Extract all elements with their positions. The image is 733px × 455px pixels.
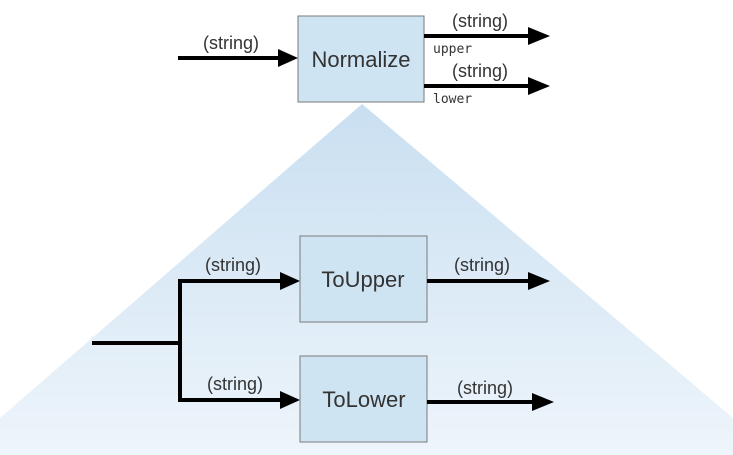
normalize-output-lower-port: lower [433, 92, 472, 107]
tolower-input-arrowhead [280, 391, 300, 409]
normalize-box[interactable] [297, 15, 425, 103]
toupper-box-label: ToUpper [321, 267, 404, 292]
normalize-group: (string) Normalize (string) upper (strin… [178, 11, 550, 107]
normalize-box-label: Normalize [311, 47, 410, 72]
tolower-input-type: (string) [207, 374, 263, 394]
expansion-group: (string) ToUpper (string) (string) ToLow… [92, 235, 554, 443]
normalize-output-lower-type: (string) [452, 61, 508, 81]
normalize-output-upper-type: (string) [452, 11, 508, 31]
tolower-box[interactable] [299, 355, 428, 443]
normalize-input-type: (string) [203, 33, 259, 53]
normalize-input-arrowhead [278, 49, 298, 67]
tolower-box-label: ToLower [322, 387, 405, 412]
tolower-output-arrowhead [532, 393, 554, 411]
toupper-output-arrowhead [528, 272, 550, 290]
normalize-output-upper-arrowhead [528, 27, 550, 45]
tolower-output-type: (string) [457, 378, 513, 398]
normalize-output-lower-arrowhead [528, 77, 550, 95]
normalize-output-upper-port: upper [433, 42, 472, 57]
toupper-input-type: (string) [205, 255, 261, 275]
toupper-input-arrowhead [280, 272, 300, 290]
toupper-output-type: (string) [454, 255, 510, 275]
